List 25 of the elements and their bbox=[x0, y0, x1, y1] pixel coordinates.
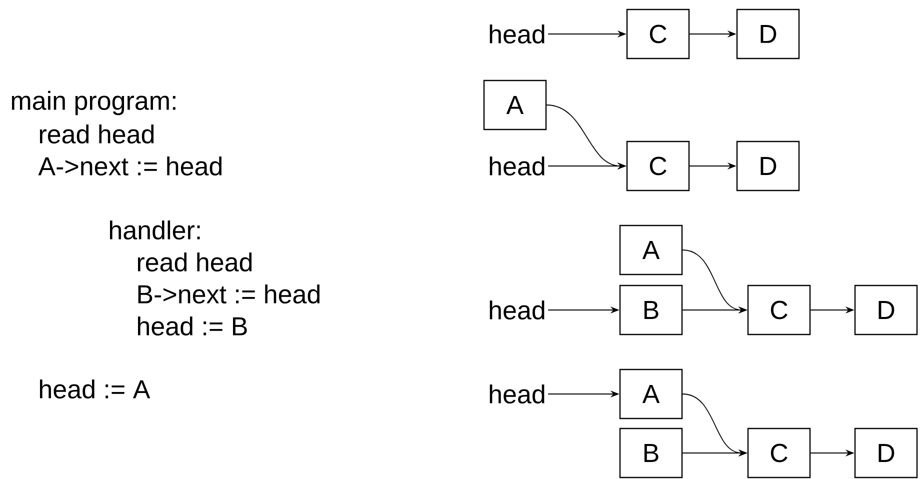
list-node-box: D bbox=[736, 140, 800, 192]
list-node-box: D bbox=[854, 284, 918, 336]
pointer-label: head bbox=[490, 300, 544, 320]
list-node-box: A bbox=[619, 368, 683, 420]
list-node-box: A bbox=[619, 224, 683, 276]
code-line: head := A bbox=[40, 379, 150, 399]
pointer-label: head bbox=[490, 156, 544, 176]
list-node-box: D bbox=[736, 8, 800, 60]
code-line: A->next := head bbox=[38, 156, 222, 176]
list-node-box: C bbox=[626, 140, 690, 192]
list-node-box: C bbox=[747, 428, 811, 478]
code-line: read head bbox=[40, 124, 154, 144]
list-node-box: B bbox=[619, 428, 683, 478]
list-node-box: A bbox=[483, 80, 547, 130]
code-line: main program: bbox=[12, 90, 176, 116]
pointer-label: head bbox=[490, 24, 544, 44]
code-line: head := B bbox=[138, 316, 247, 336]
pointer-label: head bbox=[490, 384, 544, 404]
code-line: read head bbox=[138, 252, 252, 272]
list-node-box: C bbox=[626, 8, 690, 60]
list-node-box: B bbox=[619, 284, 683, 336]
code-line: handler: bbox=[110, 220, 200, 240]
list-node-box: C bbox=[747, 284, 811, 336]
code-line: B->next := head bbox=[138, 284, 320, 304]
list-node-box: D bbox=[854, 428, 918, 478]
